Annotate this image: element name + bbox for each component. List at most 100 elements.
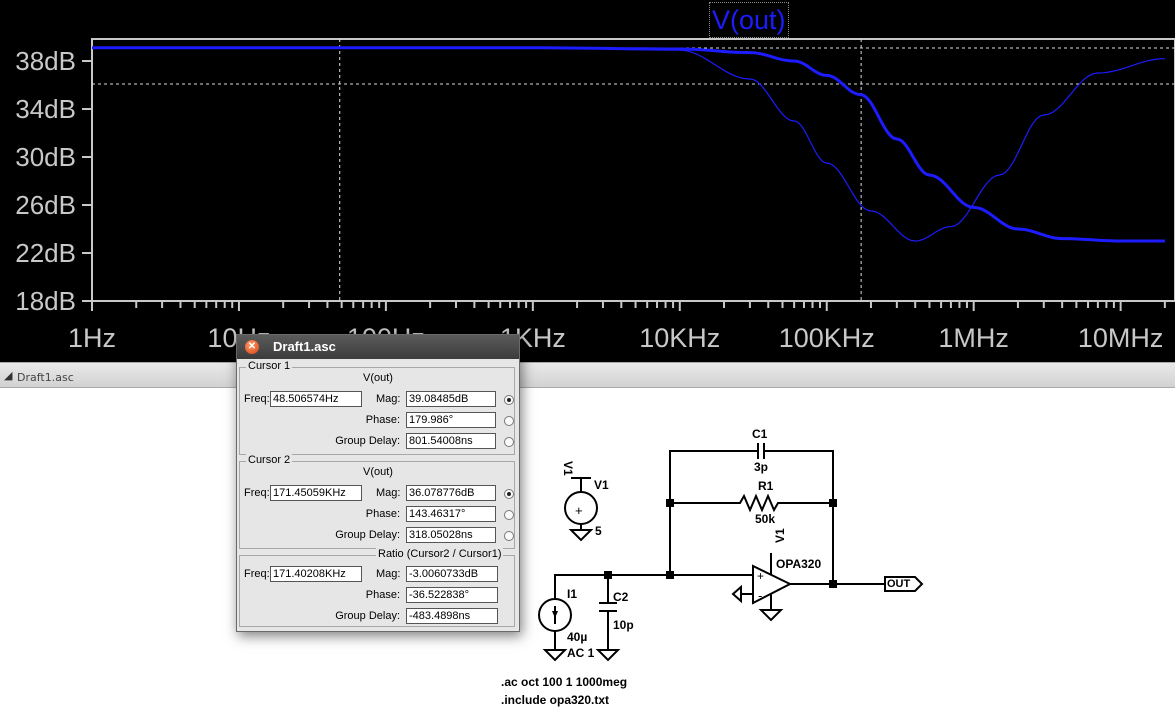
ratio-group: Ratio (Cursor2 / Cursor1) Freq: 171.4020… [239, 548, 515, 627]
ground-symbol [542, 649, 568, 662]
schematic-drawing[interactable]: + - + [0, 388, 1175, 709]
cursor1-mag-field[interactable]: 39.08485dB [406, 391, 496, 407]
cursor1-mag-label: Mag: [376, 393, 401, 405]
ratio-freq-field[interactable]: 171.40208KHz [270, 566, 362, 582]
cursor-lines [92, 39, 1175, 301]
ratio-gd-label: Group Delay: [335, 610, 400, 622]
r1-label: R1 [758, 479, 774, 493]
wire [669, 450, 750, 575]
plot-frame [91, 38, 1175, 302]
cursor2-freq-field[interactable]: 171.45059KHz [270, 485, 362, 501]
cursor1-group: Cursor 1 V(out) Freq: 48.506574Hz Mag: 3… [239, 360, 515, 455]
cursor1-freq-field[interactable]: 48.506574Hz [270, 391, 362, 407]
close-icon[interactable]: ✕ [245, 340, 259, 354]
y-tick-label: 26dB [15, 190, 76, 220]
cursor1-legend: Cursor 1 [246, 360, 293, 372]
trace-label[interactable]: V(out) [709, 2, 789, 38]
schematic-tab-title[interactable]: Draft1.asc [17, 371, 74, 384]
cursor1-gd-radio[interactable] [504, 437, 514, 447]
wire [554, 574, 753, 598]
cursor1-phase-radio[interactable] [504, 416, 514, 426]
spice-directive-include[interactable]: .include opa320.txt [501, 693, 610, 707]
x-tick-label: 10MHz [1077, 323, 1164, 353]
ground-symbol [758, 609, 784, 622]
c2-label: C2 [613, 590, 629, 604]
ref-symbol [731, 584, 742, 604]
junction-dot [829, 580, 837, 588]
ratio-phase-field[interactable]: -36.522838° [406, 587, 498, 603]
schematic-tab-icon: ◢ [4, 369, 13, 382]
cursor2-trace: V(out) [363, 466, 393, 478]
i1-value: 40µ [567, 630, 588, 644]
spice-directive-ac[interactable]: .ac oct 100 1 1000meg [501, 675, 628, 689]
cursor2-phase-label: Phase: [365, 508, 400, 520]
cursor2-phase-radio[interactable] [504, 510, 514, 520]
v1-net-label: V1 [561, 461, 575, 476]
junction-dot [666, 499, 674, 507]
cursor2-mag-label: Mag: [376, 487, 401, 499]
cursor1-mag-radio[interactable] [504, 395, 514, 405]
cursor1-phase-label: Phase: [365, 414, 400, 426]
x-tick-label: 1MHz [938, 323, 1009, 353]
junction-dot [604, 571, 612, 579]
x-tick-label: 10KHz [639, 323, 721, 353]
r1-value: 50k [755, 512, 776, 526]
cursor1-freq-label: Freq: [244, 393, 270, 405]
svg-text:-: - [758, 588, 762, 603]
out-flag [884, 576, 924, 592]
out-label: OUT [887, 578, 911, 590]
cursor2-gd-label: Group Delay: [335, 529, 400, 541]
plot-canvas[interactable] [0, 0, 1175, 362]
wire [767, 450, 834, 584]
cursor1-trace: V(out) [363, 372, 393, 384]
cursor1-gd-label: Group Delay: [335, 435, 400, 447]
c1-label: C1 [752, 427, 768, 441]
cursor2-phase-field[interactable]: 143.46317° [406, 506, 496, 522]
ratio-mag-field[interactable]: -3.0060733dB [406, 566, 498, 582]
ratio-freq-label: Freq: [244, 568, 270, 580]
svg-text:+: + [575, 503, 583, 518]
y-tick-label: 18dB [15, 286, 76, 316]
cursor-dialog[interactable]: ✕ Draft1.asc Cursor 1 V(out) Freq: 48.50… [236, 334, 520, 632]
traces [92, 46, 1165, 243]
y-tick-label: 38dB [15, 46, 76, 76]
x-tick-label: 100KHz [778, 323, 875, 353]
ratio-gd-field[interactable]: -483.4898ns [406, 608, 498, 624]
r1-resistor [670, 493, 833, 513]
ratio-legend: Ratio (Cursor2 / Cursor1) [376, 548, 504, 560]
junction-dot [666, 571, 674, 579]
svg-text:+: + [757, 569, 764, 583]
y-tick-label: 30dB [15, 142, 76, 172]
schematic-canvas[interactable]: + - + C1 3p R1 50k V1 V1 5 V1 OPA320 OUT… [0, 388, 1175, 709]
opamp-supply-label: V1 [773, 528, 787, 543]
i1-name: I1 [567, 587, 578, 601]
y-tick-label: 22dB [15, 238, 76, 268]
c2-value: 10p [613, 618, 634, 632]
c1-value: 3p [754, 460, 769, 474]
x-tick-label: 1Hz [67, 323, 117, 353]
cursor2-gd-radio[interactable] [504, 531, 514, 541]
vout-phase-trace [92, 47, 1165, 242]
y-axis-ticks [82, 60, 92, 302]
x-axis-ticks [91, 301, 1166, 311]
cursor1-gd-field[interactable]: 801.54008ns [406, 433, 496, 449]
v1-name: V1 [594, 478, 609, 492]
cursor2-gd-field[interactable]: 318.05028ns [406, 527, 496, 543]
junction-dot [829, 499, 837, 507]
cursor2-mag-radio[interactable] [504, 489, 514, 499]
ground-symbol [568, 529, 594, 542]
y-tick-label: 34dB [15, 94, 76, 124]
dialog-title: Draft1.asc [273, 339, 336, 354]
ratio-phase-label: Phase: [365, 589, 400, 601]
i1-arrow [552, 611, 558, 618]
cursor2-legend: Cursor 2 [246, 454, 293, 466]
dialog-titlebar[interactable]: ✕ Draft1.asc [237, 335, 519, 359]
cursor2-group: Cursor 2 V(out) Freq: 171.45059KHz Mag: … [239, 454, 515, 549]
cursor2-freq-label: Freq: [244, 487, 270, 499]
ratio-mag-label: Mag: [376, 568, 401, 580]
ground-symbol [595, 649, 621, 662]
cursor2-mag-field[interactable]: 36.078776dB [406, 485, 496, 501]
cursor1-phase-field[interactable]: 179.986° [406, 412, 496, 428]
opamp-name: OPA320 [776, 557, 822, 571]
